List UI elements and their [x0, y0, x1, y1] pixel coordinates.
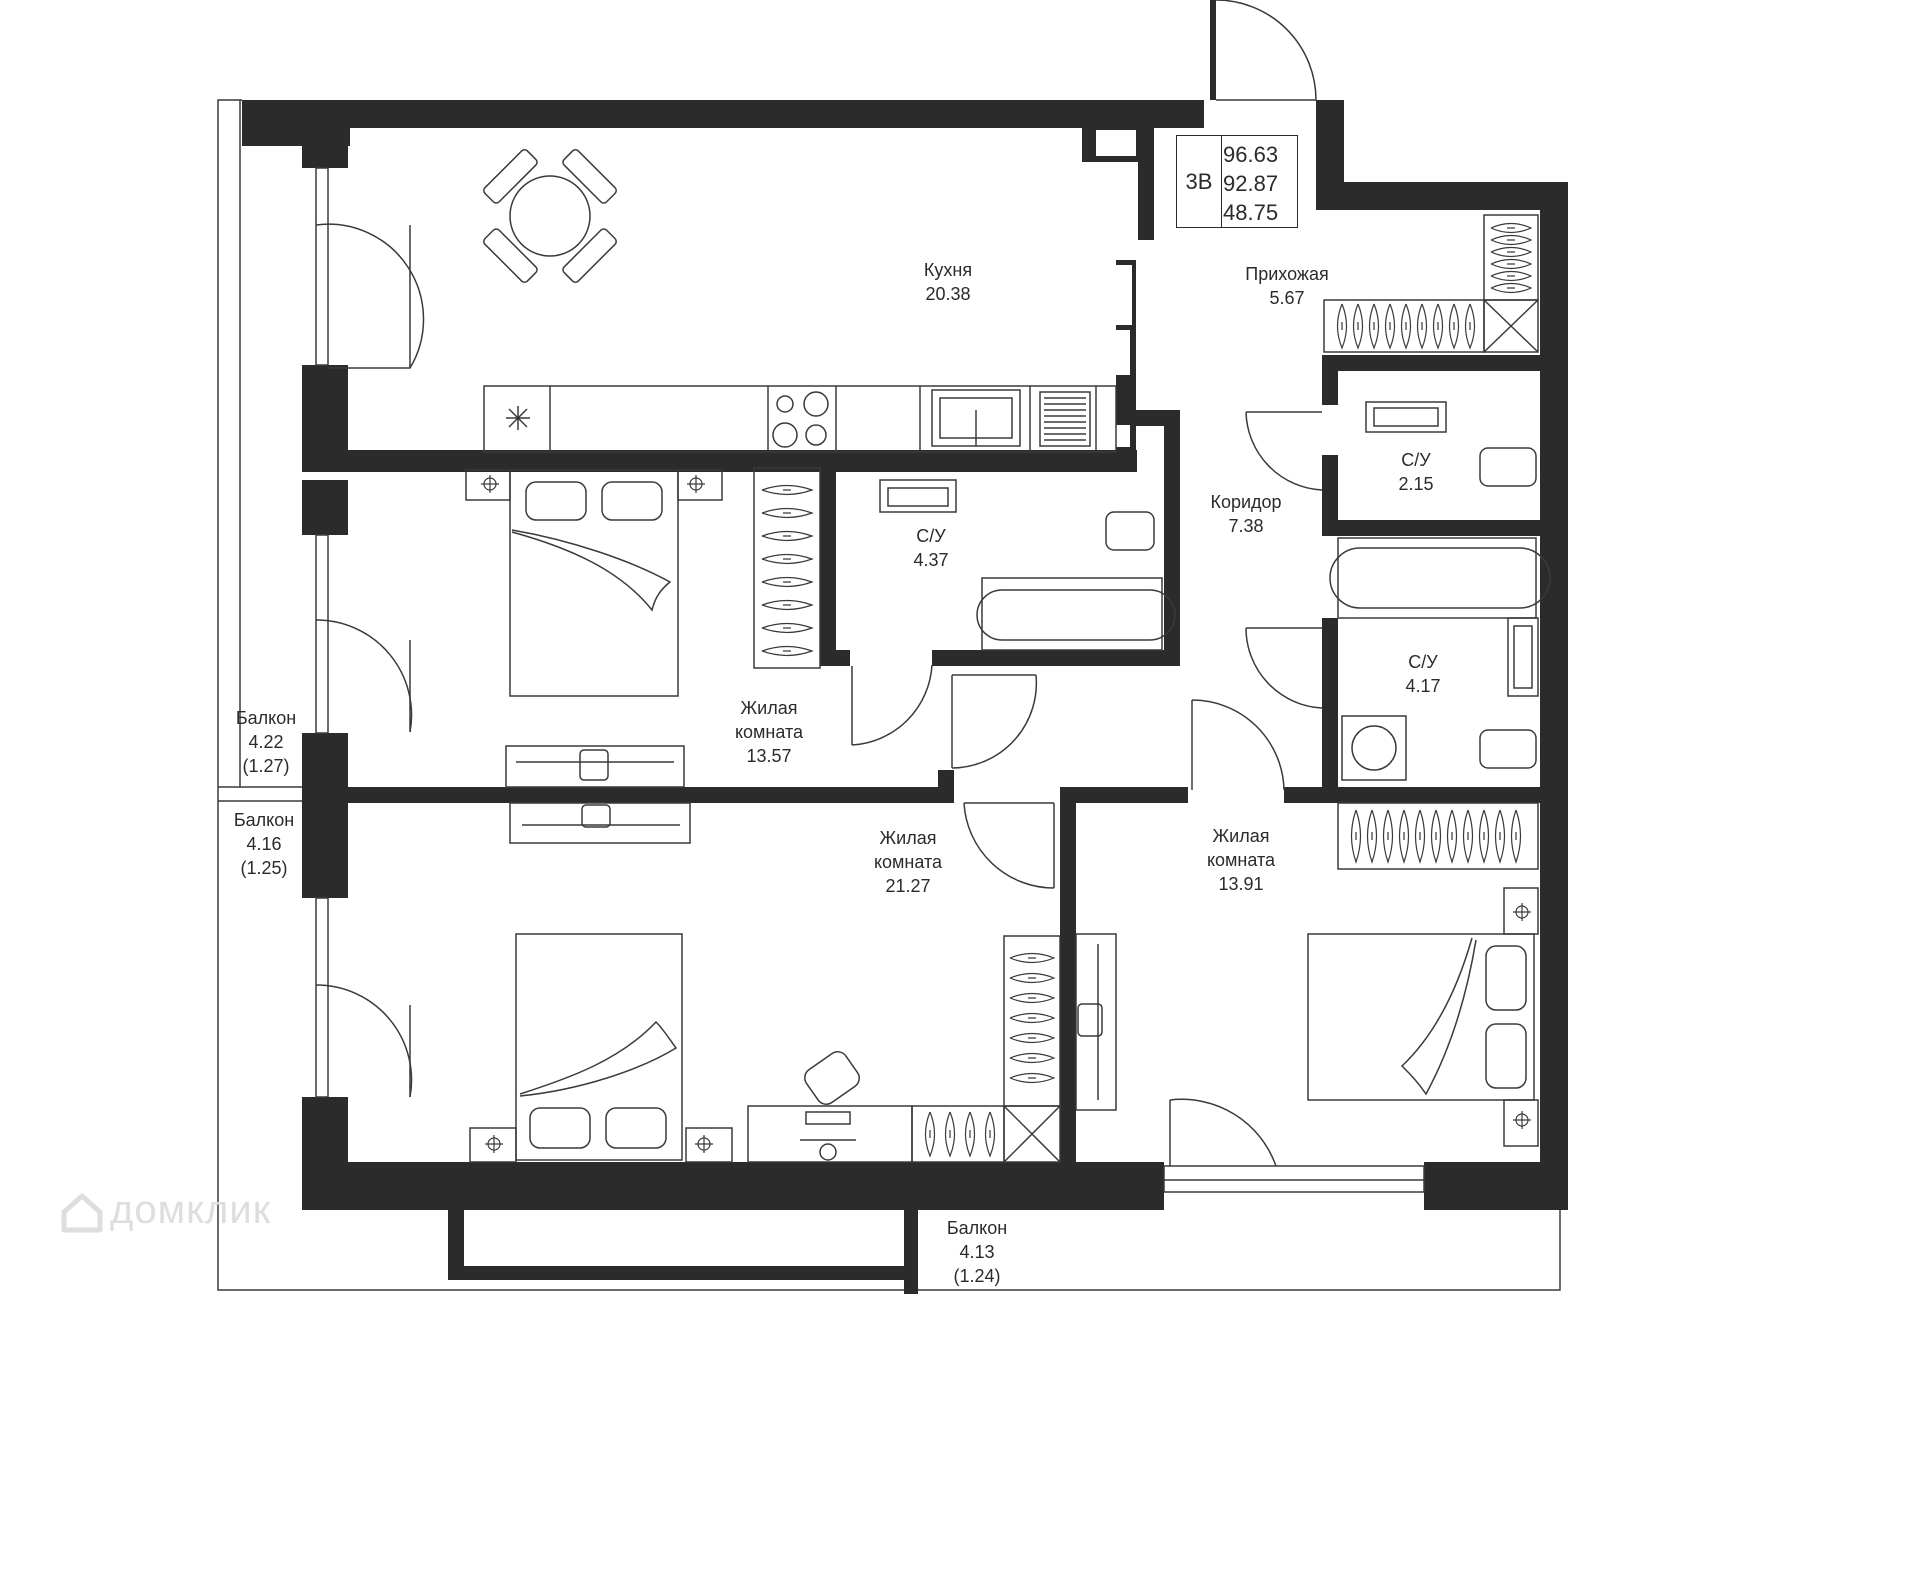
outlet-marks — [481, 475, 1531, 1153]
outlet-cross-icon — [485, 1135, 503, 1153]
area-reduced: 92.87 — [1223, 171, 1279, 196]
hanger-icon — [1009, 1052, 1056, 1064]
outline-strokes — [217, 0, 1561, 1291]
hanger-icon — [1490, 246, 1533, 258]
hanger-icon — [1009, 1072, 1056, 1084]
outlet-cross-icon — [1513, 903, 1531, 921]
outlet-cross-icon — [481, 475, 499, 493]
hanger-icon — [984, 1111, 996, 1158]
hanger-icon — [1352, 303, 1364, 350]
outlet-cross-icon — [687, 475, 705, 493]
hanger-icon — [1462, 809, 1474, 864]
hanger-icon — [1490, 282, 1533, 294]
hanger-icon — [1478, 809, 1490, 864]
hanger-icon — [1510, 809, 1522, 864]
hanger-icon — [1490, 270, 1533, 282]
hanger-icon — [944, 1111, 956, 1158]
hanger-icon — [761, 530, 814, 542]
unit-info-box: 3В 96.63 92.87 48.75 — [1176, 135, 1298, 228]
hanger-icon — [761, 553, 814, 565]
hanger-icon — [1448, 303, 1460, 350]
hanger-icon — [1009, 1032, 1056, 1044]
hanger-icon — [761, 599, 814, 611]
hanger-icon — [761, 576, 814, 588]
house-logo-icon — [61, 1193, 103, 1233]
hanger-icon — [1446, 809, 1458, 864]
floor-plan — [217, 0, 1568, 1294]
hanger-icon — [761, 622, 814, 634]
hanger-icon — [1350, 809, 1362, 864]
area-living: 48.75 — [1223, 200, 1279, 225]
hanger-icon — [1384, 303, 1396, 350]
hanger-icon — [1464, 303, 1476, 350]
outlet-cross-icon — [695, 1135, 713, 1153]
hanger-icon — [1336, 303, 1348, 350]
hanger-icon — [964, 1111, 976, 1158]
hanger-icon — [1009, 952, 1056, 964]
hanger-icon — [761, 645, 814, 657]
area-total: 96.63 — [1223, 142, 1279, 167]
hanger-icon — [1009, 972, 1056, 984]
unit-areas: 96.63 92.87 48.75 — [1223, 140, 1278, 227]
hanger-icon — [1494, 809, 1506, 864]
hanger-icon — [761, 484, 814, 496]
unit-type: 3В — [1177, 136, 1222, 227]
hanger-icon — [924, 1111, 936, 1158]
watermark: домклик — [60, 1188, 271, 1234]
hanger-icon — [1009, 1012, 1056, 1024]
outlet-cross-icon — [1513, 1111, 1531, 1129]
hanger-icon — [1398, 809, 1410, 864]
hanger-icon — [1368, 303, 1380, 350]
hanger-icon — [1430, 809, 1442, 864]
hanger-icon — [1416, 303, 1428, 350]
hanger-icon — [1400, 303, 1412, 350]
hanger-icon — [1490, 222, 1533, 234]
watermark-text: домклик — [110, 1188, 272, 1232]
hanger-icon — [1490, 234, 1533, 246]
hanger-icon — [1414, 809, 1426, 864]
wall-openings — [838, 130, 1476, 575]
hanger-icon — [761, 507, 814, 519]
hanger-icon — [1490, 258, 1533, 270]
wardrobe-hangers — [761, 222, 1533, 1158]
hanger-icon — [1009, 992, 1056, 1004]
hanger-icon — [1366, 809, 1378, 864]
hanger-icon — [1382, 809, 1394, 864]
hanger-icon — [1432, 303, 1444, 350]
